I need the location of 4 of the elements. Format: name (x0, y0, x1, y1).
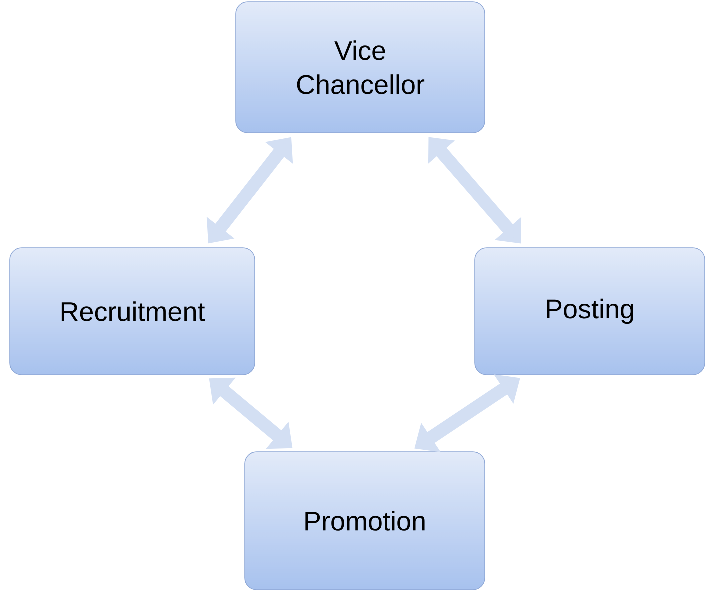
process-box: Recruitment (10, 248, 256, 376)
process-box: Posting (474, 248, 706, 376)
process-box: Promotion (244, 452, 486, 590)
process-box: Vice Chancellor (236, 2, 486, 134)
